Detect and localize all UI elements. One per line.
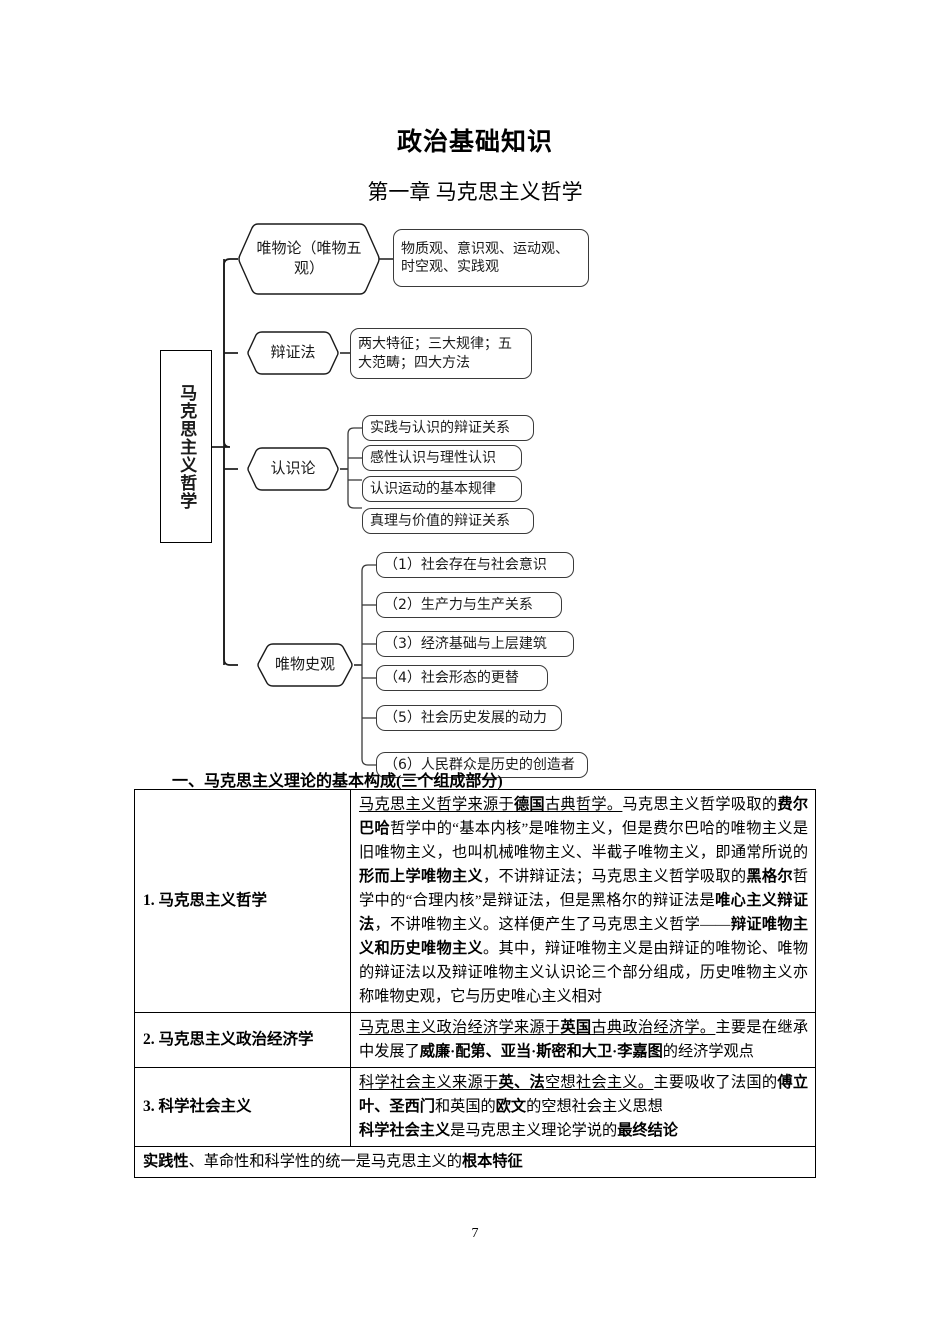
mindmap-leaf-weiwushiguan-6: （6）人民群众是历史的创造者: [376, 752, 588, 778]
mindmap-leaf-renshilun-1: 实践与认识的辩证关系: [362, 415, 534, 441]
text-run: 科学社会主义: [359, 1122, 451, 1140]
text-run: 主要是在继承中发展了: [359, 1019, 809, 1061]
mindmap-connectors: [212, 258, 393, 766]
mindmap-leaf-label: （2）生产力与生产关系: [384, 596, 533, 613]
text-run: 马克思主义哲学吸取的: [622, 796, 778, 813]
row-label: 1. 马克思主义哲学: [134, 788, 351, 1014]
text-run: ，不讲唯物主义。这样便产生了马克思主义哲学——: [374, 916, 731, 934]
mindmap-branch-label: 辩证法: [270, 343, 316, 362]
composition-table: 1. 马克思主义哲学 马克思主义哲学来源于德国古典哲学。马克思主义哲学吸取的费尔…: [134, 788, 816, 1179]
text-run: 根本特征: [461, 1153, 523, 1171]
mindmap-leaf-weiwushiguan-3: （3）经济基础与上层建筑: [376, 631, 574, 657]
text-run: 的经济学观点: [662, 1043, 754, 1061]
text-run: 威廉·配第、亚当·斯密和大卫·李嘉图: [419, 1043, 663, 1061]
text-run: ，不讲辩证法；马克思主义哲学吸取的: [482, 868, 747, 886]
text-run: 的空想社会主义思想: [526, 1098, 663, 1116]
mindmap-leaf-label: 物质观、意识观、运动观、时空观、实践观: [401, 240, 569, 275]
text-run: 是马克思主义理论学说的: [450, 1122, 618, 1140]
hexagon-shape: [247, 331, 339, 375]
text-run: 。其中，辩证唯物主义是由辩证的唯物论、唯物的辩证法以及辩证唯物主义认识论三个部分…: [359, 940, 809, 1006]
text-run: 英、法: [498, 1074, 545, 1092]
mindmap-leaf-weiwushiguan-1: （1）社会存在与社会意识: [376, 552, 574, 578]
mindmap-leaf-label: 两大特征；三大规律；五大范畴；四大方法: [358, 336, 512, 371]
row-body: 实践性、革命性和科学性的统一是马克思主义的根本特征: [134, 1146, 816, 1179]
mindmap-branch-label: 唯物史观: [274, 655, 335, 674]
text-run: 实践性: [143, 1153, 189, 1171]
mindmap-leaf-label: 感性认识与理性认识: [370, 449, 496, 466]
mindmap-leaf-label: 真理与价值的辩证关系: [370, 512, 510, 529]
text-run: 主要吸收了法国的: [653, 1074, 778, 1092]
mindmap-leaf-bianzhengfa-1: 两大特征；三大规律；五大范畴；四大方法: [350, 328, 532, 379]
text-run: 马克思主义哲学来源于: [359, 796, 514, 813]
row-label: 3. 科学社会主义: [134, 1067, 351, 1148]
text-run: 哲学中的“合理内核”是辩证法，但是黑格尔的辩证法是: [359, 868, 809, 910]
text-run: 欧文: [495, 1098, 527, 1116]
text-run: 形而上学唯物主义: [359, 868, 483, 886]
mindmap-leaf-label: （1）社会存在与社会意识: [384, 556, 547, 573]
page-number: 7: [471, 1226, 479, 1241]
text-run: 古典政治经济学。: [591, 1019, 716, 1037]
mindmap-branch-weiwulun: 唯物论（唯物五观）: [238, 220, 380, 298]
mindmap-leaf-label: （4）社会形态的更替: [384, 669, 519, 686]
mindmap-leaf-renshilun-3: 认识运动的基本规律: [362, 476, 522, 502]
mindmap-leaf-weiwushiguan-4: （4）社会形态的更替: [376, 665, 548, 691]
text-run: 英国: [560, 1019, 592, 1037]
mindmap-leaf-renshilun-4: 真理与价值的辩证关系: [362, 508, 534, 534]
mindmap-root-label: 马克思主义哲学: [176, 383, 197, 510]
mindmap-leaf-weiwushiguan-2: （2）生产力与生产关系: [376, 592, 562, 618]
text-run: 哲学中的“基本内核”是唯物主义，但是费尔巴哈的唯物主义是旧唯物主义，也叫机械唯物…: [359, 820, 809, 862]
table-row: 3. 科学社会主义 科学社会主义来源于英、法空想社会主义。主要吸收了法国的傅立叶…: [134, 1067, 816, 1148]
table-row: 1. 马克思主义哲学 马克思主义哲学来源于德国古典哲学。马克思主义哲学吸取的费尔…: [134, 788, 816, 1014]
table-row-footer: 实践性、革命性和科学性的统一是马克思主义的根本特征: [134, 1146, 816, 1179]
mindmap-leaf-label: 认识运动的基本规律: [370, 480, 496, 497]
row-body: 马克思主义政治经济学来源于英国古典政治经济学。主要是在继承中发展了威廉·配第、亚…: [350, 1012, 816, 1069]
text-run: 、革命性和科学性的统一是马克思主义的: [188, 1153, 462, 1171]
text-run: 空想社会主义。: [544, 1074, 654, 1092]
text-run: 辩证唯物主义和历史唯物主义: [359, 916, 809, 958]
text-run: 最终结论: [617, 1122, 678, 1140]
mindmap-leaf-weiwulun-1: 物质观、意识观、运动观、时空观、实践观: [393, 229, 589, 287]
mindmap-root-node: 马克思主义哲学: [160, 350, 212, 543]
mindmap-leaf-label: （3）经济基础与上层建筑: [384, 635, 547, 652]
mindmap-branch-label: 认识论: [270, 459, 316, 478]
mindmap-branch-label: 唯物论（唯物五观）: [256, 239, 362, 277]
row-label: 2. 马克思主义政治经济学: [134, 1012, 351, 1069]
table-body: 1. 马克思主义哲学 马克思主义哲学来源于德国古典哲学。马克思主义哲学吸取的费尔…: [134, 788, 816, 1179]
text-run: 和英国的: [434, 1098, 496, 1116]
mindmap-leaf-label: 实践与认识的辩证关系: [370, 419, 510, 436]
text-run: 傅立叶、圣西门: [359, 1074, 809, 1116]
mindmap-branch-weiwushiguan: 唯物史观: [256, 641, 354, 689]
text-run: 古典哲学。: [544, 796, 623, 813]
hexagon-shape: [238, 223, 380, 295]
mindmap-leaf-weiwushiguan-5: （5）社会历史发展的动力: [376, 705, 562, 731]
chapter-title: 第一章 马克思主义哲学: [367, 180, 583, 204]
page-title: 政治基础知识: [396, 129, 553, 156]
table-row: 2. 马克思主义政治经济学 马克思主义政治经济学来源于英国古典政治经济学。主要是…: [134, 1012, 816, 1069]
mindmap-branch-bianzhengfa: 辩证法: [246, 329, 340, 377]
text-run: 黑格尔: [746, 868, 793, 886]
text-run: 马克思主义政治经济学来源于: [359, 1019, 561, 1037]
section-heading: 一、马克思主义理论的基本构成(三个组成部分): [172, 773, 503, 790]
row-body: 科学社会主义来源于英、法空想社会主义。主要吸收了法国的傅立叶、圣西门和英国的欧文…: [350, 1067, 816, 1148]
text-run: 科学社会主义来源于: [359, 1074, 499, 1092]
mindmap-diagram: 马克思主义哲学 唯物论（唯物五观） 物质观、意识观、运动观、时空观、实践观 辩证…: [140, 212, 610, 778]
text-run: 德国: [513, 796, 545, 813]
mindmap-leaf-label: （5）社会历史发展的动力: [384, 709, 547, 726]
text-run: 唯心主义辩证法: [359, 892, 809, 934]
row-body: 马克思主义哲学来源于德国古典哲学。马克思主义哲学吸取的费尔巴哈哲学中的“基本内核…: [350, 788, 816, 1014]
hexagon-shape: [257, 643, 353, 687]
hexagon-shape: [247, 447, 339, 491]
mindmap-leaf-renshilun-2: 感性认识与理性认识: [362, 445, 522, 471]
mindmap-branch-renshilun: 认识论: [246, 445, 340, 493]
text-run: 费尔巴哈: [359, 796, 809, 838]
mindmap-leaf-label: （6）人民群众是历史的创造者: [384, 756, 575, 773]
